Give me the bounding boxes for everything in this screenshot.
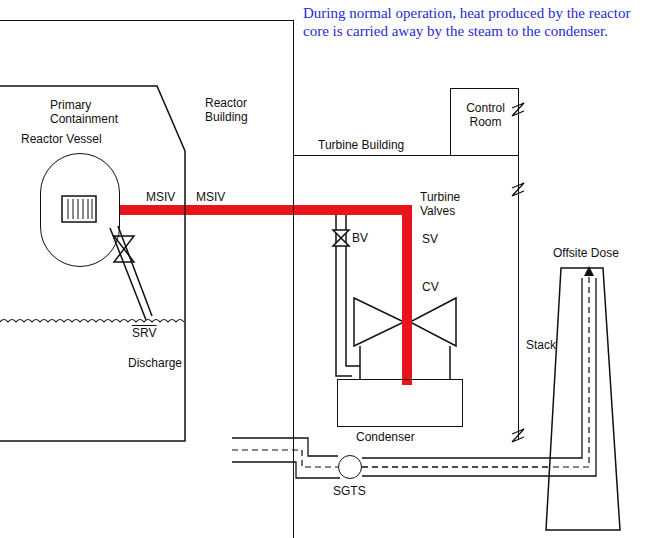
pipe-connector	[120, 210, 407, 385]
part-label: SV	[422, 232, 452, 246]
reactor-vessel-label: Reactor Vessel	[21, 132, 131, 146]
part-label: BV	[352, 231, 382, 245]
pipe-line	[120, 210, 407, 385]
part-label: SRV	[132, 326, 172, 340]
turbine-building: Turbine BuildingCondenser	[293, 155, 519, 440]
control-room-label: Control Room	[451, 101, 520, 129]
turbine-building-label: Turbine Building	[318, 138, 438, 152]
part-label: Discharge	[128, 356, 198, 370]
pipe-line	[362, 466, 550, 467]
sgts-fan: SGTS	[338, 455, 362, 479]
stack: Stack	[546, 268, 620, 530]
part-label: Offsite Dose	[553, 246, 643, 260]
control-room: Control Room	[450, 88, 519, 156]
stack-outline	[546, 268, 620, 530]
reactor-vessel: Reactor Vessel	[40, 153, 120, 267]
condenser-box-label: Condenser	[356, 430, 456, 444]
reactor-building-label: Reactor Building	[205, 96, 265, 124]
stack-label: Stack	[526, 338, 566, 352]
condenser-box: Condenser	[337, 379, 463, 427]
part-label: CV	[422, 280, 452, 294]
part-label: Turbine Valves	[420, 190, 470, 218]
reactor-building: Reactor Building Primary ContainmentReact…	[0, 20, 294, 538]
sgts-fan-label: SGTS	[333, 484, 383, 498]
part-label: MSIV	[146, 190, 186, 204]
pipe-connector	[362, 467, 550, 468]
caption-text: During normal operation, heat produced b…	[303, 4, 648, 40]
part-label: MSIV	[196, 190, 236, 204]
primary-containment: Primary ContainmentReactor Vessel	[0, 86, 186, 446]
primary-containment-label: Primary Containment	[50, 98, 130, 126]
